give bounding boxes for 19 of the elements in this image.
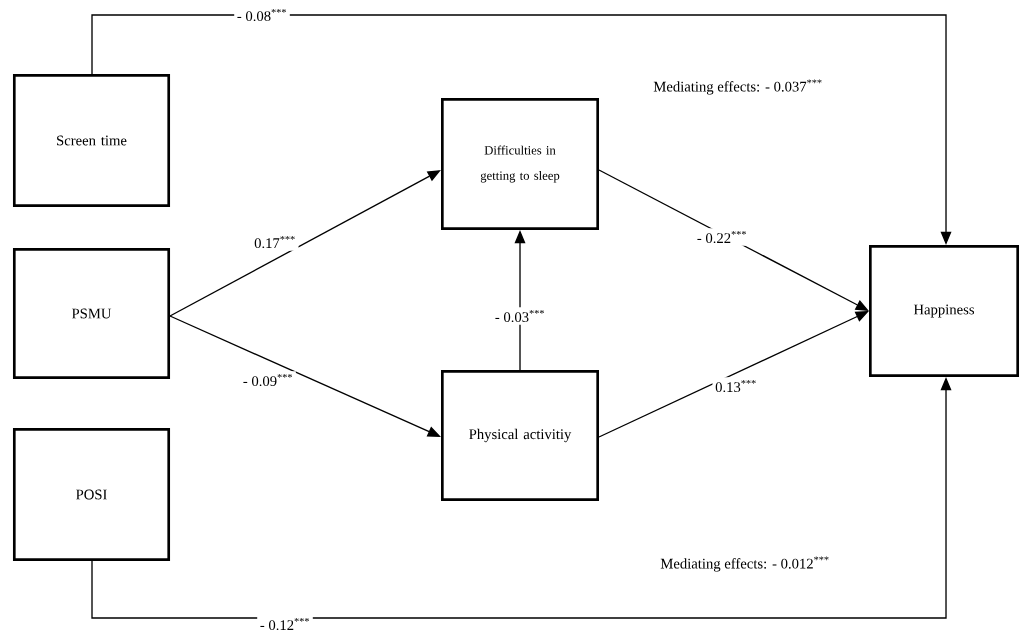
edge-label: - 0.08$^{***}$ xyxy=(234,6,290,24)
arrow xyxy=(169,315,441,437)
variable-box: Difficulties in getting to sleep xyxy=(441,98,599,230)
arrow xyxy=(169,170,441,317)
variable-box: Screen time xyxy=(12,73,171,208)
variable-box: POSI xyxy=(12,427,171,562)
arrow xyxy=(598,169,869,311)
note: Mediating effects: - 0.037$^{***}$ xyxy=(653,79,822,95)
note: Mediating effects: - 0.012$^{***}$ xyxy=(660,556,829,572)
variable-box: Happiness xyxy=(869,245,1019,377)
edge-label: - 0.03$^{***}$ xyxy=(492,307,548,325)
variable-box: Physical activitiy xyxy=(441,370,599,501)
edge-label: - 0.12$^{***}$ xyxy=(257,615,313,633)
edge-label: 0.17$^{***}$ xyxy=(251,233,299,251)
variable-box: PSMU xyxy=(12,248,171,379)
edge-label: - 0.09$^{***}$ xyxy=(240,371,296,389)
edge-label: 0.13$^{***}$ xyxy=(712,377,760,395)
edge-label: - 0.22$^{***}$ xyxy=(694,228,750,246)
arrow xyxy=(598,311,869,438)
